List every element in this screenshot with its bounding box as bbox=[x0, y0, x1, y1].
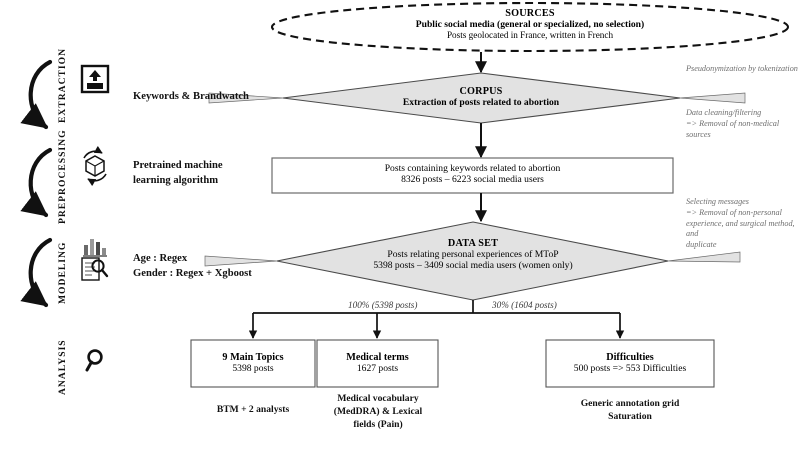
bar-chart-icon bbox=[83, 239, 107, 257]
side-label-keywords: Keywords & Brandwatch bbox=[133, 89, 293, 104]
upload-box-icon bbox=[80, 64, 110, 94]
corpus-title: CORPUS bbox=[459, 86, 503, 97]
caption-medical-terms-line2: (MedDRA) & Lexical bbox=[333, 405, 423, 417]
phase-arc-extraction bbox=[20, 59, 53, 130]
pointer-dataset-to-note bbox=[667, 251, 741, 263]
sources-line3: Posts geolocated in France, written in F… bbox=[446, 30, 614, 40]
note-data-cleaning-line1: Data cleaning/filtering bbox=[686, 108, 762, 117]
side-label-age-line: Age : Regex bbox=[133, 253, 188, 264]
side-label-keywords-text: Keywords & Brandwatch bbox=[133, 91, 249, 102]
side-label-pretrained: Pretrained machine learning algorithm bbox=[133, 158, 293, 188]
output-medical-terms-sub: 1627 posts bbox=[356, 363, 399, 374]
dataset-node: DATA SET Posts relating personal experie… bbox=[293, 238, 653, 271]
corpus-line2: Extraction of posts related to abortion bbox=[402, 97, 560, 108]
note-selecting-line2: => Removal of non-personal bbox=[686, 207, 782, 217]
phase-label-analysis: ANALYSIS bbox=[57, 339, 68, 395]
sources-title: SOURCES bbox=[505, 8, 555, 19]
caption-topics: BTM + 2 analysts bbox=[185, 404, 321, 417]
note-selecting-messages: Selecting messages => Removal of non-per… bbox=[686, 197, 800, 251]
sources-line2: Public social media (general or speciali… bbox=[415, 19, 645, 30]
note-selecting-line1: Selecting messages bbox=[686, 197, 749, 206]
posts-box-line2: 8326 posts – 6223 social media users bbox=[401, 174, 544, 185]
output-node-medical-terms: Medical terms 1627 posts bbox=[317, 352, 438, 374]
dataset-line2: Posts relating personal experiences of M… bbox=[387, 249, 559, 260]
dataset-title: DATA SET bbox=[447, 238, 499, 249]
phase-arc-modeling bbox=[20, 237, 53, 308]
package-refresh-icon bbox=[83, 145, 107, 187]
side-label-gender-line: Gender : Regex + Xgboost bbox=[133, 268, 252, 280]
output-medical-terms-title: Medical terms bbox=[346, 352, 409, 363]
output-difficulties-title: Difficulties bbox=[606, 352, 654, 363]
caption-topics-line1: BTM + 2 analysts bbox=[216, 404, 290, 415]
branch-label-left: 100% (5398 posts) bbox=[348, 300, 418, 310]
output-topics-title: 9 Main Topics bbox=[222, 352, 284, 363]
sources-node: SOURCES Public social media (general or … bbox=[270, 8, 790, 40]
output-topics-sub: 5398 posts bbox=[232, 363, 274, 374]
note-data-cleaning-line2: => Removal of non-medical sources bbox=[686, 118, 780, 139]
phase-arc-preprocessing bbox=[20, 147, 53, 218]
caption-medical-terms-line1: Medical vocabulary bbox=[337, 393, 419, 404]
side-label-pretrained-line1: Pretrained machine bbox=[133, 160, 223, 171]
caption-medical-terms-line3: fields (Pain) bbox=[353, 418, 403, 430]
output-node-topics: 9 Main Topics 5398 posts bbox=[191, 352, 315, 374]
note-pseudonymization: Pseudonymization by tokenization bbox=[686, 64, 798, 75]
caption-medical-terms: Medical vocabulary (MedDRA) & Lexical fi… bbox=[310, 393, 446, 432]
note-data-cleaning: Data cleaning/filtering => Removal of no… bbox=[686, 108, 800, 140]
dataset-line3: 5398 posts – 3409 social media users (wo… bbox=[373, 260, 573, 271]
note-selecting-line4: duplicate bbox=[686, 240, 717, 250]
phase-label-modeling: MODELING bbox=[57, 241, 68, 304]
caption-difficulties: Generic annotation grid Saturation bbox=[540, 398, 720, 424]
posts-box-line1: Posts containing keywords related to abo… bbox=[384, 163, 561, 174]
note-pseudonymization-line1: Pseudonymization by tokenization bbox=[686, 64, 798, 73]
phase-label-preprocessing: PREPROCESSING bbox=[57, 129, 68, 224]
output-node-difficulties: Difficulties 500 posts => 553 Difficulti… bbox=[546, 352, 714, 374]
magnifier-icon bbox=[85, 349, 103, 372]
corpus-node: CORPUS Extraction of posts related to ab… bbox=[301, 86, 661, 108]
side-label-agegender: Age : Regex Gender : Regex + Xgboost bbox=[133, 251, 298, 281]
caption-difficulties-line2: Saturation bbox=[608, 410, 652, 422]
branch-label-right: 30% (1604 posts) bbox=[492, 300, 557, 310]
side-label-pretrained-line2: learning algorithm bbox=[133, 175, 219, 187]
posts-box-node: Posts containing keywords related to abo… bbox=[272, 163, 673, 185]
caption-difficulties-line1: Generic annotation grid bbox=[580, 398, 680, 409]
phase-label-extraction: EXTRACTION bbox=[57, 47, 68, 123]
note-selecting-line3: experience, and surgical method, and bbox=[686, 218, 795, 239]
output-difficulties-sub: 500 posts => 553 Difficulties bbox=[573, 363, 687, 374]
document-search-icon bbox=[81, 257, 109, 281]
pointer-corpus-to-note bbox=[679, 92, 746, 104]
